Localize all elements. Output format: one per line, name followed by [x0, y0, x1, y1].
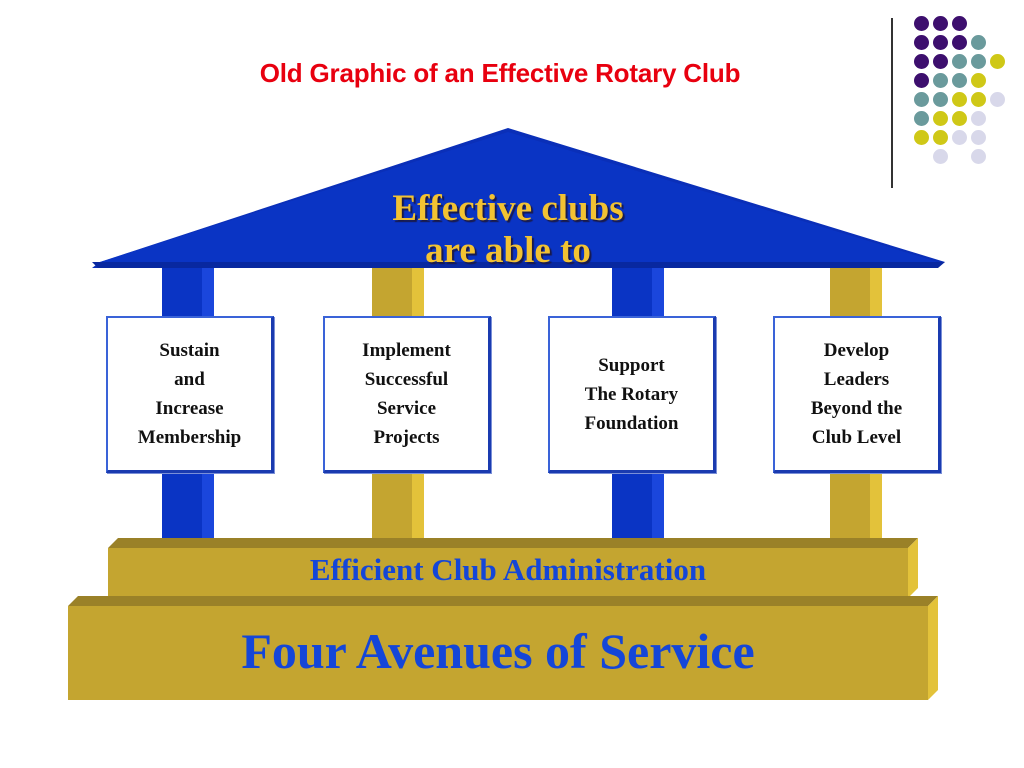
- pillar-label: Implement Successful Service Projects: [362, 340, 451, 448]
- pillar-box-membership: Sustain and Increase Membership: [106, 316, 274, 473]
- upper-base-block: [108, 538, 918, 598]
- dot-icon: [971, 73, 986, 88]
- dot-icon: [971, 35, 986, 50]
- dot-icon: [952, 92, 967, 107]
- roof-heading-line1: Effective clubs: [392, 188, 624, 229]
- divider-line: [891, 18, 893, 188]
- dot-icon: [914, 73, 929, 88]
- lower-base-block: [68, 596, 938, 700]
- pillar-box-leaders: Develop Leaders Beyond the Club Level: [773, 316, 941, 473]
- dot-icon: [933, 35, 948, 50]
- dot-icon: [914, 35, 929, 50]
- dot-icon: [933, 16, 948, 31]
- dot-icon: [952, 54, 967, 69]
- lower-base-label: Four Avenues of Service: [241, 623, 755, 679]
- pillar-box-service-projects: Implement Successful Service Projects: [323, 316, 491, 473]
- pillar-label: Sustain and Increase Membership: [137, 340, 242, 448]
- dot-icon: [971, 130, 986, 145]
- roof-heading-line2: are able to: [425, 230, 591, 271]
- dot-icon: [990, 54, 1005, 69]
- dot-icon: [933, 54, 948, 69]
- dot-icon: [914, 54, 929, 69]
- dot-icon: [933, 92, 948, 107]
- dot-icon: [914, 92, 929, 107]
- pillar-label: Support The Rotary Foundation: [584, 354, 679, 434]
- dot-icon: [914, 111, 929, 126]
- upper-base-label: Efficient Club Administration: [309, 552, 707, 587]
- dot-icon: [952, 130, 967, 145]
- dot-icon: [971, 149, 986, 164]
- dot-icon: [914, 130, 929, 145]
- pillar-label: Develop Leaders Beyond the Club Level: [810, 340, 903, 448]
- dot-icon: [971, 111, 986, 126]
- dot-icon: [971, 54, 986, 69]
- slide-title: Old Graphic of an Effective Rotary Club: [259, 58, 741, 88]
- dot-icon: [952, 35, 967, 50]
- dot-icon: [952, 111, 967, 126]
- dot-icon: [914, 16, 929, 31]
- dot-icon: [933, 149, 948, 164]
- dot-icon: [933, 111, 948, 126]
- dot-icon: [952, 73, 967, 88]
- dot-icon: [971, 92, 986, 107]
- dot-icon: [933, 73, 948, 88]
- dot-icon: [952, 16, 967, 31]
- roof: [92, 128, 945, 268]
- dot-icon: [990, 92, 1005, 107]
- pillar-box-foundation: Support The Rotary Foundation: [548, 316, 716, 473]
- dot-icon: [933, 130, 948, 145]
